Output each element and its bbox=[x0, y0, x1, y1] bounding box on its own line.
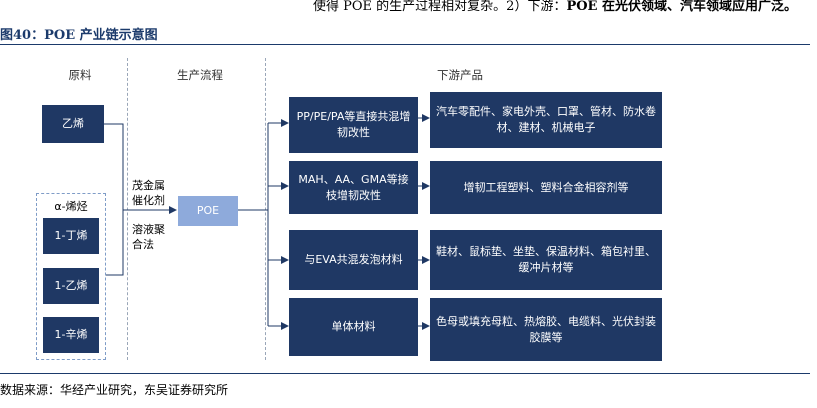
top-rule bbox=[0, 44, 810, 45]
figure-source: 数据来源：华经产业研究，东吴证券研究所 bbox=[0, 383, 229, 397]
alpha-olefin-label: α-烯烃 bbox=[54, 200, 88, 213]
product-box-monomer: 单体材料 bbox=[289, 298, 418, 356]
uses-box-graft: 增韧工程塑料、塑料合金相容剂等 bbox=[430, 161, 662, 214]
column-head-raw: 原料 bbox=[68, 68, 92, 82]
uses-box-blend: 汽车零配件、家电外壳、口罩、管材、防水卷材、建材、机械电子 bbox=[430, 92, 662, 148]
product-box-graft: MAH、AA、GMA等接枝增韧改性 bbox=[289, 161, 418, 214]
alpha-olefin-group bbox=[36, 193, 106, 360]
method-label: 溶液聚 合法 bbox=[132, 223, 165, 251]
product-box-eva-foam: 与EVA共混发泡材料 bbox=[289, 230, 418, 290]
bottom-rule bbox=[0, 373, 810, 374]
poe-box: POE bbox=[178, 196, 238, 226]
raw-item-1-butene: 1-丁烯 bbox=[43, 218, 99, 254]
uses-box-eva-foam: 鞋材、鼠标垫、坐垫、保温材料、箱包衬里、缓冲片材等 bbox=[430, 230, 662, 290]
divider-process-downstream bbox=[265, 58, 266, 360]
raw-item-1-ethylene: 1-乙烯 bbox=[43, 268, 99, 304]
column-head-downstream: 下游产品 bbox=[437, 68, 483, 82]
column-head-process: 生产流程 bbox=[177, 68, 223, 82]
uses-box-monomer: 色母或填充母粒、热熔胶、电缆料、光伏封装胶膜等 bbox=[430, 298, 662, 361]
catalyst-label: 茂金属 催化剂 bbox=[132, 179, 165, 207]
top-paragraph-normal: 使得 POE 的生产过程相对复杂。2）下游： bbox=[313, 0, 567, 14]
top-paragraph: 使得 POE 的生产过程相对复杂。2）下游：POE 在光伏领域、汽车领域应用广泛… bbox=[0, 0, 817, 14]
product-box-blend: PP/PE/PA等直接共混增韧改性 bbox=[289, 97, 418, 153]
raw-item-1-octene: 1-辛烯 bbox=[43, 317, 99, 353]
top-paragraph-bold: POE 在光伏领域、汽车领域应用广泛。 bbox=[566, 0, 797, 14]
figure-title: 图40：POE 产业链示意图 bbox=[0, 28, 158, 43]
divider-raw-process bbox=[127, 58, 128, 360]
ethylene-box: 乙烯 bbox=[42, 105, 104, 143]
